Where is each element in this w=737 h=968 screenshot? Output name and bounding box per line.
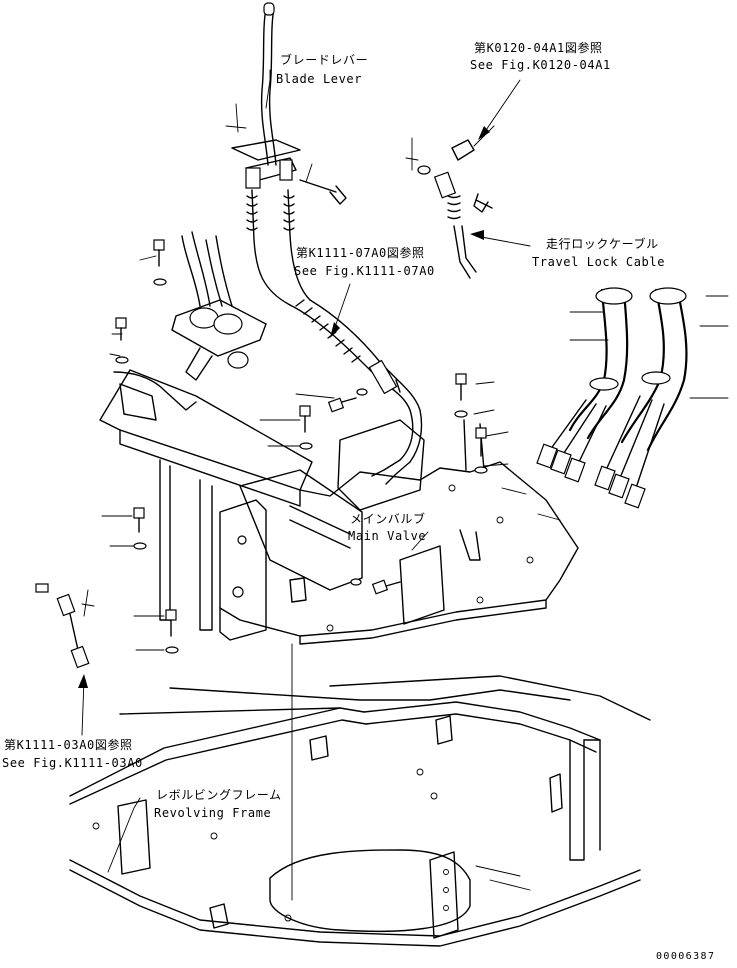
travel-lock-cable-label: Travel Lock Cable bbox=[532, 255, 666, 269]
blade-lever-icon bbox=[225, 2, 347, 205]
fig-k0120-ref-jp: 第K0120-04A1図参照 bbox=[474, 41, 603, 55]
blade-lever-label-jp: ブレードレバー bbox=[280, 53, 369, 67]
leader-lines bbox=[78, 69, 561, 901]
fig-k1111-03-ref: See Fig.K1111-03A0 bbox=[2, 756, 143, 770]
fig-k1111-03-ref-jp: 第K1111-03A0図参照 bbox=[4, 738, 133, 752]
main-valve-label-jp: メインバルブ bbox=[350, 512, 426, 526]
travel-lock-cable-icon bbox=[405, 125, 495, 279]
revolving-frame-icon bbox=[69, 675, 651, 947]
main-valve-label: Main Valve bbox=[348, 529, 427, 543]
drawing-number: 00006387 bbox=[656, 951, 716, 962]
revolving-frame-label: Revolving Frame bbox=[154, 806, 272, 820]
hydraulic-hoses-icon bbox=[536, 287, 729, 509]
blade-lever-label: Blade Lever bbox=[276, 72, 363, 86]
fig-k1111-07-ref: See Fig.K1111-07A0 bbox=[294, 264, 435, 278]
travel-lock-cable-label-jp: 走行ロックケーブル bbox=[546, 237, 659, 251]
fig-k1111-07-ref-jp: 第K1111-07A0図参照 bbox=[296, 246, 425, 260]
control-cables-icon bbox=[246, 189, 423, 485]
revolving-frame-label-jp: レボルビングフレーム bbox=[156, 788, 282, 802]
control-lever-stand-icon bbox=[171, 231, 267, 381]
bolts-and-washers-icon bbox=[35, 239, 488, 654]
fig-k0120-ref: See Fig.K0120-04A1 bbox=[470, 58, 611, 72]
floor-frame-icon bbox=[99, 369, 579, 645]
linkage-rod-icon bbox=[56, 589, 95, 669]
